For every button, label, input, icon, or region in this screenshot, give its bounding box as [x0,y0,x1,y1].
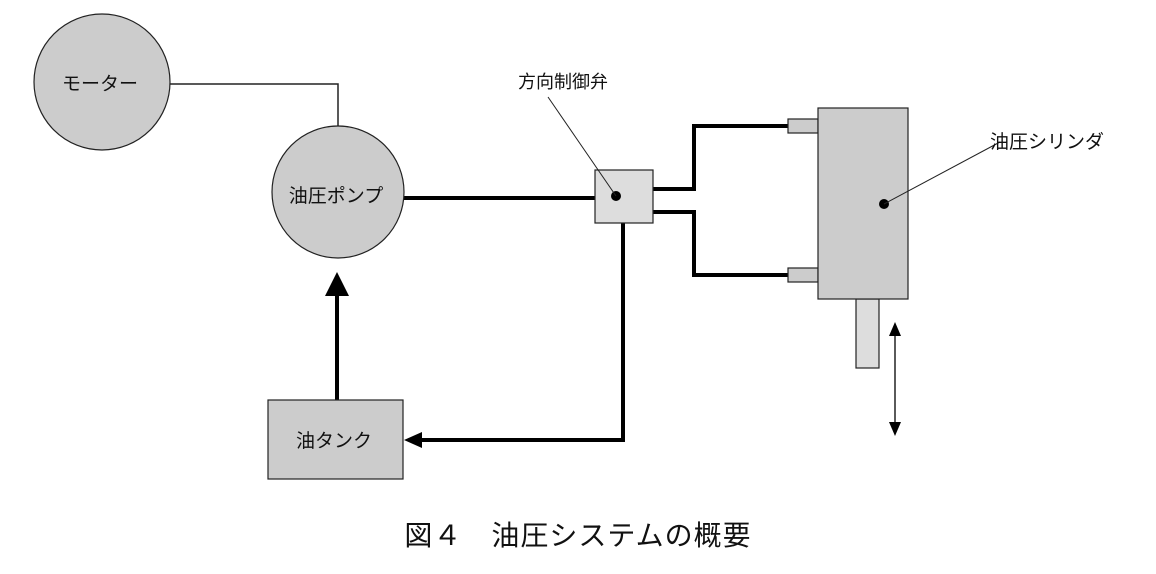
hydraulic-cylinder: 油圧シリンダ [787,107,1104,369]
oil-tank: 油タンク [267,399,404,480]
figure-caption: 図４ 油圧システムの概要 [404,519,751,552]
cylinder-callout-leader [883,141,1001,205]
motion-arrow-down-head [889,422,901,436]
hydraulic-pump: 油圧ポンプ [271,125,405,259]
motor-label: モーター [62,73,138,95]
rod-motion-double-arrow [889,322,901,436]
return-arrow-head [404,432,422,448]
valve-callout-leader [547,96,617,197]
cylinder-lower-port [787,267,819,283]
tank-label: 油タンク [296,430,372,452]
pump-label: 油圧ポンプ [289,185,383,207]
tank-body [267,399,404,480]
cylinder-upper-port [787,118,819,134]
motor: モーター [33,13,171,151]
valve-label: 方向制御弁 [518,72,608,93]
valve-cylinder-upper-line [653,124,789,191]
motor-body [33,13,171,151]
valve-cylinder-lower-line [653,210,789,277]
cylinder-label: 油圧シリンダ [990,131,1104,153]
cylinder-body [817,107,909,300]
directional-control-valve: 方向制御弁 [518,72,654,224]
pump-body [271,125,405,259]
valve-body [594,169,654,224]
motor-pump-shaft-line [170,83,339,126]
cylinder-rod [855,298,880,369]
valve-tank-return-line [418,223,625,442]
motion-arrow-up-head [889,322,901,336]
